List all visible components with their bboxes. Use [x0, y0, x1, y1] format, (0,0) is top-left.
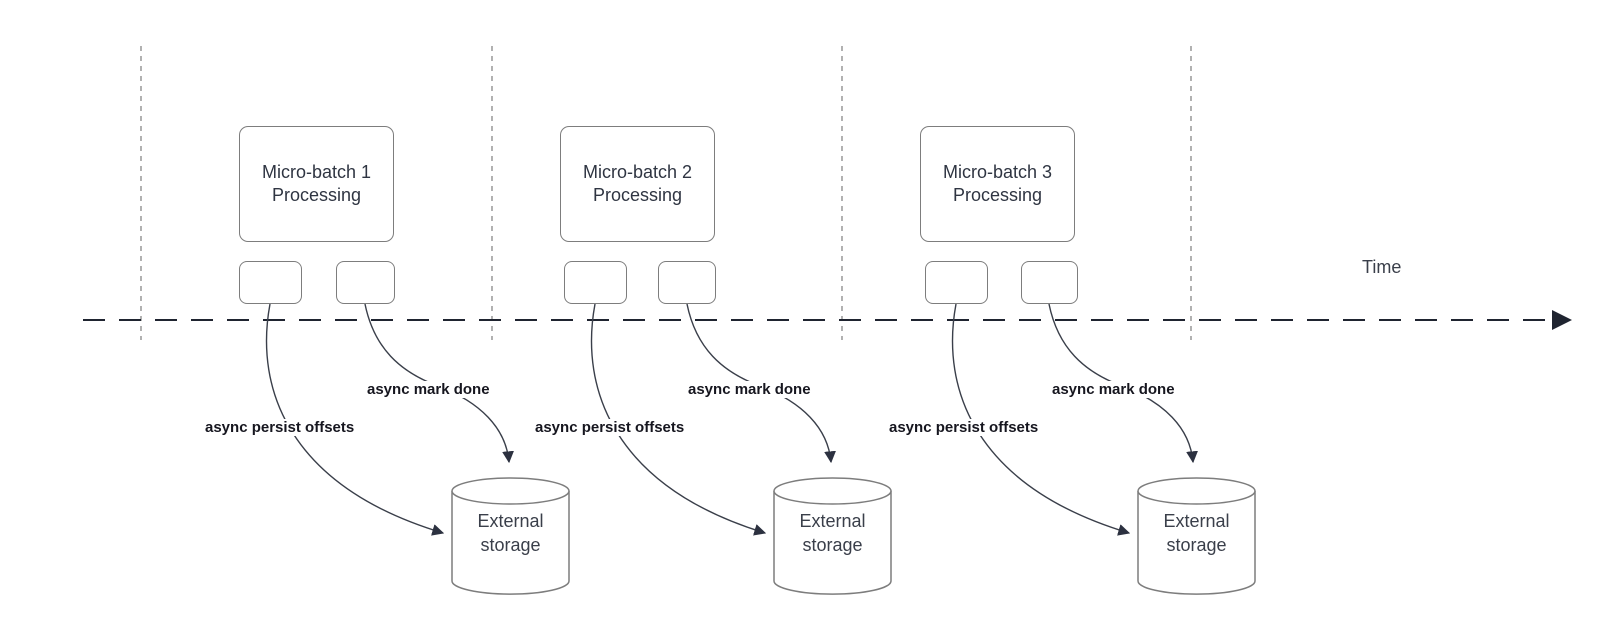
cylinder-shape-2: [773, 477, 892, 595]
external-storage-label-1: External storage: [477, 511, 544, 556]
mark-done-label-2: async mark done: [686, 381, 813, 398]
micro-batch-3-task-box-left: [925, 261, 988, 304]
micro-batch-1-process-box: Micro-batch 1 Processing: [239, 126, 394, 242]
external-storage-cylinder-1: External storage: [451, 477, 570, 595]
micro-batch-1-task-box-right: [336, 261, 395, 304]
micro-batch-3-process-box: Micro-batch 3 Processing: [920, 126, 1075, 242]
cylinder-shape-3: [1137, 477, 1256, 595]
external-storage-label-2: External storage: [799, 511, 866, 556]
external-storage-cylinder-3: External storage: [1137, 477, 1256, 595]
micro-batch-2-task-box-right: [658, 261, 716, 304]
persist-offsets-label-1: async persist offsets: [203, 419, 357, 436]
external-storage-cylinder-2: External storage: [773, 477, 892, 595]
mark-done-label-1: async mark done: [365, 381, 492, 398]
micro-batch-3-task-box-right: [1021, 261, 1078, 304]
time-label: Time: [1362, 257, 1402, 277]
persist-offsets-label-3: async persist offsets: [887, 419, 1041, 436]
micro-batch-2-task-box-left: [564, 261, 627, 304]
micro-batch-2-process-box: Micro-batch 2 Processing: [560, 126, 715, 242]
persist-offsets-label-2: async persist offsets: [533, 419, 687, 436]
external-storage-label-3: External storage: [1163, 511, 1230, 556]
micro-batch-1-task-box-left: [239, 261, 302, 304]
mark-done-label-3: async mark done: [1050, 381, 1177, 398]
cylinder-shape-1: [451, 477, 570, 595]
